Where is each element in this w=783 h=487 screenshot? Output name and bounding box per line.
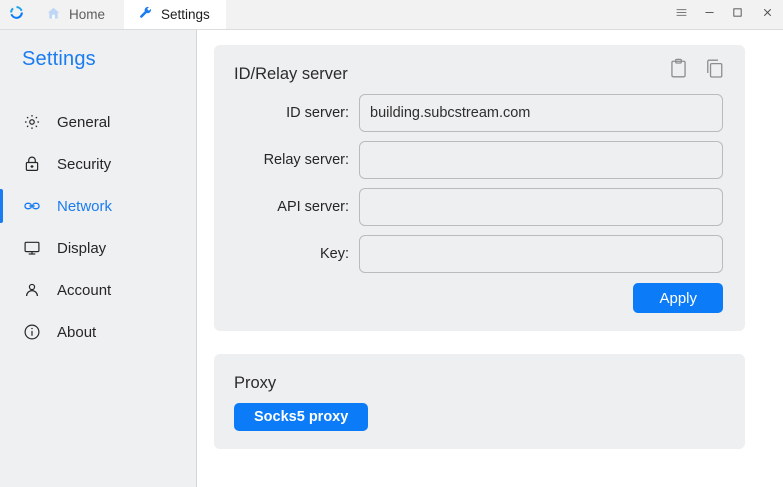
sidebar-item-label: Account xyxy=(57,281,112,299)
window-controls xyxy=(667,0,783,29)
sidebar-item-label: Display xyxy=(57,239,107,257)
page-title: Settings xyxy=(22,48,96,70)
sidebar-item-label: General xyxy=(57,113,111,131)
gear-icon xyxy=(22,113,41,132)
sidebar-item-about[interactable]: About xyxy=(0,311,196,353)
sidebar: Settings General xyxy=(0,30,197,487)
lock-icon xyxy=(22,155,41,174)
sidebar-item-label: Security xyxy=(57,155,112,173)
wrench-icon xyxy=(138,6,153,24)
field-label: API server: xyxy=(277,199,349,215)
menu-button[interactable] xyxy=(667,0,695,29)
tab-settings[interactable]: Settings xyxy=(124,0,226,29)
tab-settings-label: Settings xyxy=(161,6,210,22)
body: Settings General xyxy=(0,30,783,487)
title-bar: Home Settings xyxy=(0,0,783,30)
clipboard-paste-icon xyxy=(669,58,688,84)
copy-icon xyxy=(705,58,724,84)
id-relay-server-title: ID/Relay server xyxy=(234,65,348,83)
field-label: Key: xyxy=(319,246,349,262)
apply-row: Apply xyxy=(232,283,723,313)
info-icon xyxy=(22,323,41,342)
field-label: ID server: xyxy=(286,105,349,121)
sidebar-item-label: About xyxy=(57,323,97,341)
hamburger-icon xyxy=(675,6,688,24)
home-icon xyxy=(46,6,61,24)
maximize-icon xyxy=(731,6,744,24)
socks5-proxy-button[interactable]: Socks5 proxy xyxy=(234,403,369,431)
key-input[interactable] xyxy=(359,235,723,273)
api-server-input[interactable] xyxy=(359,188,723,226)
sidebar-item-general[interactable]: General xyxy=(0,101,196,143)
copy-button[interactable] xyxy=(703,59,725,83)
proxy-card: Proxy Socks5 proxy xyxy=(214,354,745,449)
refresh-circle-logo-icon xyxy=(8,4,25,26)
sidebar-nav: General Security xyxy=(0,101,196,353)
maximize-button[interactable] xyxy=(723,0,751,29)
sidebar-item-label: Network xyxy=(57,197,113,215)
sidebar-item-network[interactable]: Network xyxy=(0,185,196,227)
apply-button[interactable]: Apply xyxy=(633,283,723,313)
link-icon xyxy=(22,197,41,216)
minimize-icon xyxy=(703,6,716,24)
sidebar-item-account[interactable]: Account xyxy=(0,269,196,311)
relay-server-input[interactable] xyxy=(359,141,723,179)
proxy-title: Proxy xyxy=(234,374,277,392)
paste-button[interactable] xyxy=(667,58,689,84)
person-icon xyxy=(22,281,41,300)
id-relay-server-card: ID/Relay server xyxy=(214,45,745,331)
close-button[interactable] xyxy=(751,0,783,29)
close-icon xyxy=(761,6,774,24)
field-api-server: API server: xyxy=(232,188,723,226)
card-actions xyxy=(667,58,725,84)
monitor-icon xyxy=(22,239,41,258)
tab-home-label: Home xyxy=(69,6,106,22)
field-id-server: ID server: xyxy=(232,94,723,132)
field-label: Relay server: xyxy=(263,152,349,168)
field-relay-server: Relay server: xyxy=(232,141,723,179)
sidebar-item-display[interactable]: Display xyxy=(0,227,196,269)
tab-home[interactable]: Home xyxy=(32,0,124,29)
settings-content: ID/Relay server xyxy=(197,30,783,487)
minimize-button[interactable] xyxy=(695,0,723,29)
id-server-input[interactable] xyxy=(359,94,723,132)
app-logo xyxy=(0,0,32,29)
sidebar-item-security[interactable]: Security xyxy=(0,143,196,185)
field-key: Key: xyxy=(232,235,723,273)
